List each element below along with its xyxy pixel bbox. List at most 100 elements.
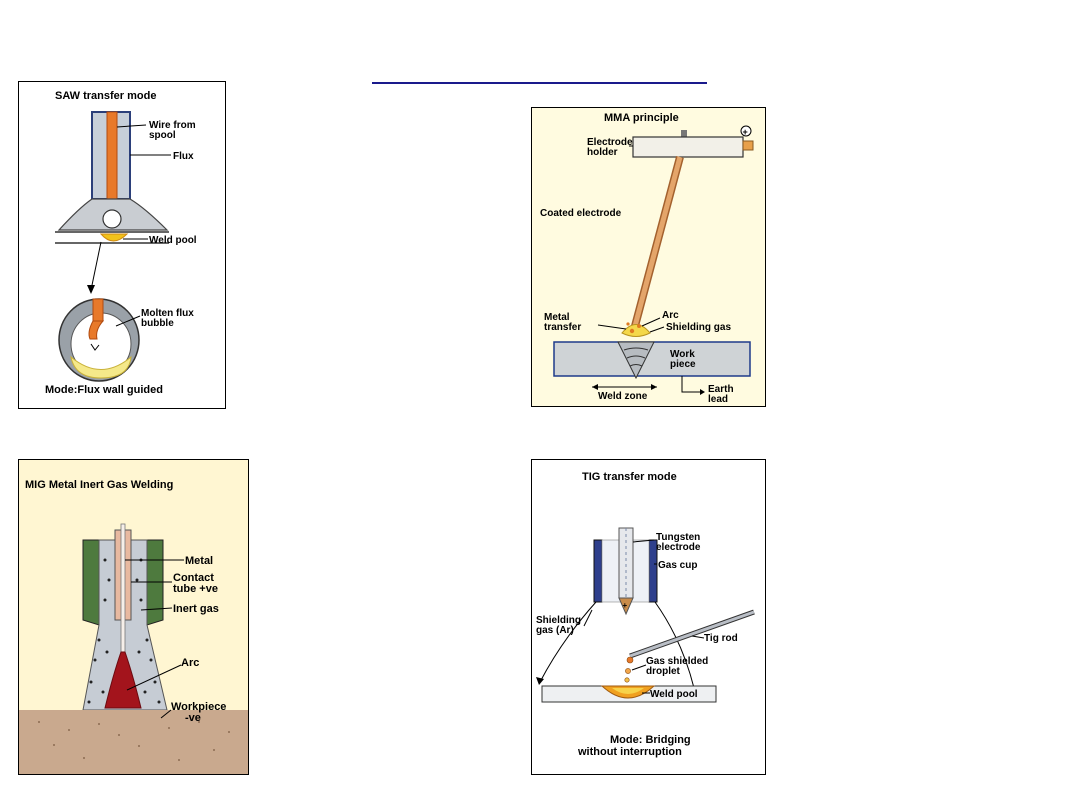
- saw-mode-label: Mode:Flux wall guided: [45, 384, 163, 396]
- mig-diagram: MIG Metal Inert Gas Welding Metal Contac…: [18, 459, 249, 775]
- mma-plus-sign: +: [743, 127, 748, 137]
- title-underline: [372, 82, 707, 84]
- tig-title: TIG transfer mode: [582, 471, 677, 483]
- mma-arc-label: Arc: [662, 310, 679, 321]
- workpiece-texture: [38, 721, 230, 761]
- nozzle-left: [82, 539, 100, 626]
- mig-arc-label: Arc: [181, 657, 199, 669]
- mma-shielding-label: Shielding gas: [666, 322, 731, 333]
- magnified-pool: [70, 355, 132, 379]
- zoom-arrowhead: [87, 285, 95, 294]
- flux-bubble: [102, 209, 122, 229]
- tig-gas-cup-label: Gas cup: [658, 560, 697, 571]
- mma-illustration: MMA principle + Electrode holder Coated …: [540, 112, 754, 405]
- shield-arrow-right: [654, 601, 695, 689]
- arc-shape: [104, 651, 142, 709]
- mma-weld-zone-label: Weld zone: [598, 391, 648, 402]
- molten-leader: [115, 315, 141, 327]
- wire-leader: [116, 124, 147, 128]
- tig-rod: [629, 610, 755, 658]
- wire-electrode: [106, 111, 118, 210]
- droplet-b: [637, 324, 641, 328]
- tig-weld-pool-core: [612, 688, 644, 694]
- tig-diagram: TIG transfer mode + Tungsten electrode G…: [531, 459, 766, 775]
- work-piece-plate: [553, 341, 751, 377]
- electrode-tip: [618, 597, 634, 616]
- holder-terminal: [742, 140, 754, 151]
- droplet-3: [624, 677, 630, 683]
- mma-diagram: MMA principle + Electrode holder Coated …: [531, 107, 766, 407]
- mma-earth-label-2: lead: [708, 394, 728, 405]
- mig-title: MIG Metal Inert Gas Welding: [25, 479, 173, 491]
- tig-droplet-label-2: droplet: [646, 666, 681, 677]
- saw-wire-label-2: spool: [149, 130, 176, 141]
- plus-circle: [740, 125, 752, 137]
- saw-molten-label-2: bubble: [141, 318, 174, 329]
- coated-electrode-core: [632, 156, 683, 327]
- earth-arrowhead: [700, 389, 705, 395]
- shielding-leader: [649, 326, 665, 333]
- mma-metal-label-1: Metal: [544, 312, 570, 323]
- earth-lead-line: [681, 376, 700, 393]
- mma-holder-label-1: Electrode: [587, 137, 633, 148]
- mma-work-label-1: Work: [670, 349, 695, 360]
- arc-shape: [621, 324, 651, 337]
- mig-workpiece-label-1: Workpiece: [171, 701, 226, 713]
- metal-transfer-leader: [597, 324, 627, 330]
- mma-work-label-2: piece: [670, 359, 696, 370]
- tig-mode-label-2: without interruption: [577, 746, 682, 758]
- droplet-a: [629, 328, 635, 334]
- shield-arrowhead-left: [536, 677, 544, 685]
- weld-pool-shape: [99, 233, 129, 242]
- tungsten-electrode: [618, 527, 634, 599]
- mma-holder-label-2: holder: [587, 147, 618, 158]
- droplet-leader: [631, 664, 647, 671]
- shield-arrow-left: [539, 601, 597, 683]
- mma-metal-label-2: transfer: [544, 322, 581, 333]
- saw-molten-label-1: Molten flux: [141, 308, 194, 319]
- metal-wire: [120, 523, 126, 655]
- tig-shield-label-1: Shielding: [536, 615, 581, 626]
- tig-tungsten-label-2: electrode: [656, 542, 701, 553]
- saw-weld-pool-label: Weld pool: [149, 235, 197, 246]
- magnified-droplet: [88, 320, 105, 340]
- workpiece-plate: [19, 710, 248, 774]
- tungsten-leader: [632, 539, 655, 543]
- tig-mode-label-1: Mode: Bridging: [610, 734, 691, 746]
- mma-earth-label-1: Earth: [708, 384, 734, 395]
- saw-title: SAW transfer mode: [55, 90, 156, 102]
- tig-tungsten-label-1: Tungsten: [656, 532, 700, 543]
- electrode-holder: [632, 136, 744, 158]
- tig-rod-label: Tig rod: [704, 633, 738, 644]
- tig-illustration: TIG transfer mode + Tungsten electrode G…: [536, 471, 755, 758]
- weld-bead: [617, 341, 655, 380]
- droplet-2: [625, 668, 631, 674]
- droplet-1: [626, 656, 634, 664]
- mig-metal-label: Metal: [185, 555, 213, 567]
- zoom-arrow: [90, 241, 102, 291]
- drop-mark: [90, 343, 100, 351]
- tig-shield-label-2: gas (Ar): [536, 625, 574, 636]
- arc-leader: [126, 664, 182, 691]
- tig-weld-pool-label: Weld pool: [650, 689, 698, 700]
- mma-coated-label: Coated electrode: [540, 208, 622, 219]
- tig-rod-leader: [691, 635, 705, 639]
- gas-cup-left: [593, 539, 603, 603]
- shield-leader: [583, 609, 593, 627]
- saw-illustration: SAW transfer mode Wire from spool Flux W…: [45, 90, 197, 396]
- mig-illustration: MIG Metal Inert Gas Welding Metal Contac…: [19, 479, 248, 774]
- mma-title: MMA principle: [604, 112, 679, 124]
- gas-dots: [87, 558, 161, 704]
- mig-contact-label-1: Contact: [173, 572, 214, 584]
- mig-contact-label-2: tube +ve: [173, 583, 218, 595]
- magnified-wire: [92, 298, 104, 322]
- inert-leader: [140, 607, 173, 611]
- weld-ripples: [623, 347, 649, 367]
- workpiece-leader: [160, 709, 172, 719]
- mig-workpiece-label-2: -ve: [185, 712, 201, 724]
- holder-pin: [681, 130, 687, 138]
- mig-inert-label: Inert gas: [173, 603, 219, 615]
- saw-diagram: SAW transfer mode Wire from spool Flux W…: [18, 81, 226, 409]
- tip-mark: +: [623, 601, 628, 610]
- saw-flux-label: Flux: [173, 151, 194, 162]
